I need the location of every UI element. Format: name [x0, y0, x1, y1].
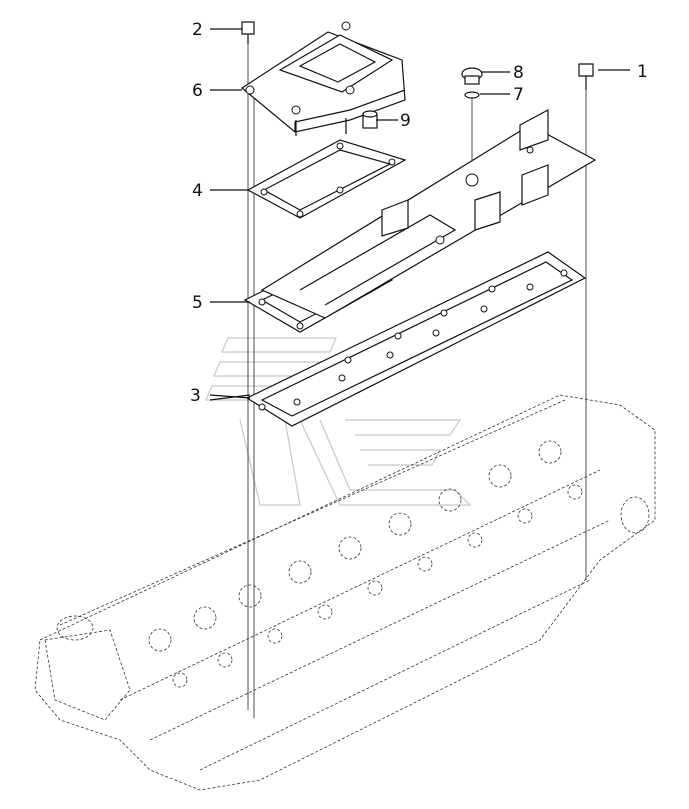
callout-7: 7 — [513, 85, 524, 105]
gasket-small — [246, 139, 407, 219]
bolt-right — [578, 63, 594, 90]
gasket-long-holes — [258, 269, 568, 411]
nut — [362, 110, 378, 129]
callout-2: 2 — [192, 20, 203, 40]
o-ring — [464, 91, 480, 99]
callout-labels: 1 2 3 4 5 6 7 8 9 — [190, 20, 648, 406]
callout-3: 3 — [190, 386, 201, 406]
guide-lines — [247, 42, 587, 718]
callout-8: 8 — [513, 63, 524, 83]
callout-1: 1 — [637, 62, 648, 82]
callout-5: 5 — [192, 293, 203, 313]
head-bosses — [172, 484, 583, 688]
gasket-long — [245, 251, 587, 427]
bolt-left — [241, 21, 255, 44]
head-valve-ports — [148, 440, 562, 652]
cylinder-head — [34, 394, 656, 791]
callout-4: 4 — [192, 181, 203, 201]
intake-housing — [240, 21, 406, 136]
plug — [461, 67, 483, 85]
callout-6: 6 — [192, 81, 203, 101]
callout-9: 9 — [400, 111, 411, 131]
leader-lines — [209, 28, 630, 401]
intake-manifold-plate — [260, 108, 597, 319]
